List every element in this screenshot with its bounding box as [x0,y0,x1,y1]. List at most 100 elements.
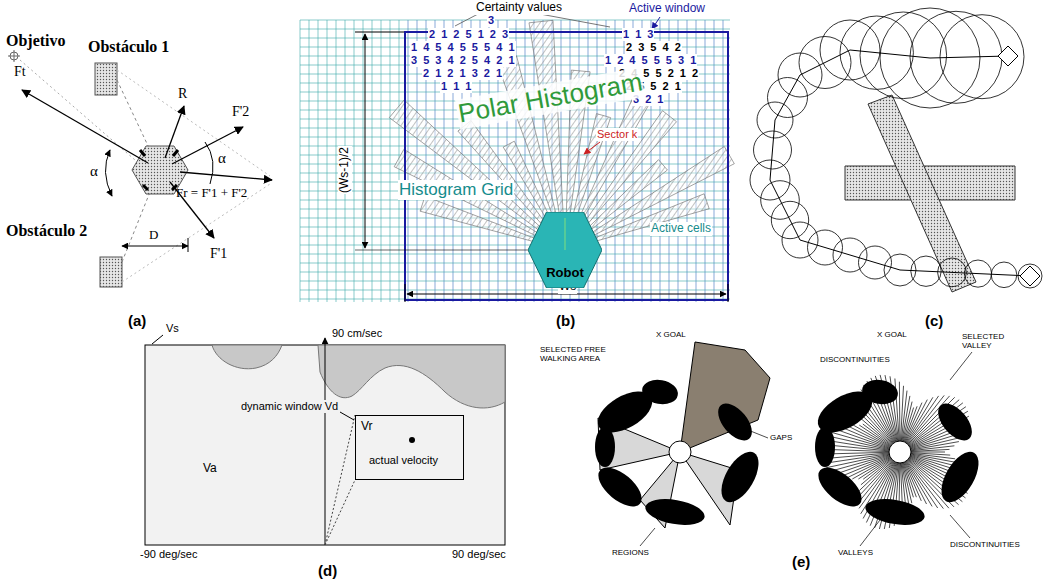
label: Active cells [650,222,712,236]
label: 2 1 2 1 3 2 1 [422,67,503,80]
leader-line [748,430,768,438]
grid-line [354,20,355,302]
angle-arc [105,150,112,196]
grid-line [300,272,730,273]
force-arrow [180,172,272,180]
grid-line [309,20,310,302]
label: X GOAL [656,330,686,339]
dashed-line [117,80,150,150]
leader-line [152,335,163,344]
obstacle-blob [934,446,986,508]
label: 90 deg/sec [452,548,506,561]
panel-a-drawing [8,50,272,287]
label: F'2 [232,104,249,120]
sensor [173,150,178,156]
panel-e-drawing [591,342,986,546]
selected-region [680,342,770,452]
label: Vs [166,322,179,335]
label: Histogram Grid [398,180,514,200]
label: dynamic window Vd [240,400,339,413]
sensor [143,185,148,190]
obstacle-blob [643,495,706,529]
node-text: Robot [546,265,584,280]
grid-line [300,20,730,21]
label: 1 1 1 [440,80,472,93]
bubble [1018,264,1042,288]
label: 90 cm/sec [332,327,382,340]
obstacle-blob [712,397,759,446]
grid-line [381,20,382,302]
label: REGIONS [612,548,649,557]
grid-line [300,29,730,30]
obstacle-blob [815,427,835,467]
panel-c-drawing [750,8,1042,292]
label: Fr = F'1 + F'2 [176,186,247,201]
dimension-line [365,34,366,248]
leader-line [455,14,478,26]
obstacle-blob [714,446,766,508]
label: Active window [628,2,706,16]
leader-line [950,352,972,380]
obstacles [591,377,986,529]
dotted-line [325,415,355,545]
obstacle-blob [812,460,869,513]
label: 1 1 3 [622,28,654,41]
dimension-tick [188,238,189,252]
label: (a) [128,312,146,329]
label: Sector k [596,128,638,141]
label: actual velocity [368,454,439,467]
grid-line [336,20,337,302]
label: α [90,163,98,180]
panel-b-drawing [300,14,734,302]
obstacle-blob [592,460,649,513]
panel-d-drawing [145,335,505,545]
obstacle [95,63,117,95]
label: Ft [14,64,26,80]
leader-line [860,520,880,546]
obstacle-region [318,345,505,408]
robot-axis [565,218,566,250]
leader-line [340,412,354,420]
force-arrow [22,90,148,163]
label: Certainty values [475,1,563,15]
dimension-line [122,246,188,247]
path-line [770,50,1030,276]
label: Va [202,462,218,476]
leader-line [640,528,655,546]
label: D [149,228,158,243]
dimension-tick [355,250,530,251]
grid-line [300,263,730,264]
dotted-line [325,480,355,545]
start-diamond [1020,266,1040,286]
label: (c) [925,312,943,329]
label: -90 deg/sec [140,548,197,561]
dimension-tick [355,32,404,33]
goal-mark [14,50,15,62]
grid-line [300,281,730,282]
label: GAPS [770,433,792,442]
grid-line [390,20,391,302]
grid-line [300,290,730,291]
obstacle-blob [860,377,900,407]
label: VALLEYS [838,548,873,557]
angle-arc [205,142,213,184]
label: 3 5 3 4 2 5 4 2 1 [410,54,516,67]
grid-line [327,20,328,302]
grid-line [525,20,526,302]
sensor [140,150,145,156]
goal-diamond [998,46,1018,66]
label: 2 3 5 4 2 [625,41,682,54]
robot-hexagon [528,212,602,288]
robot-node: Robot [528,212,602,288]
dimension-tick [728,284,729,302]
label: 2 1 2 5 1 2 3 [428,28,509,41]
obstacle-blob [595,427,615,467]
label: 3 [487,14,495,27]
label: (b) [556,312,575,329]
obstacle-blob [863,495,926,529]
axis [325,338,326,545]
label: Objetivo [6,32,66,50]
active-window [405,32,728,300]
label: (Ws-1)/2 [338,146,352,194]
